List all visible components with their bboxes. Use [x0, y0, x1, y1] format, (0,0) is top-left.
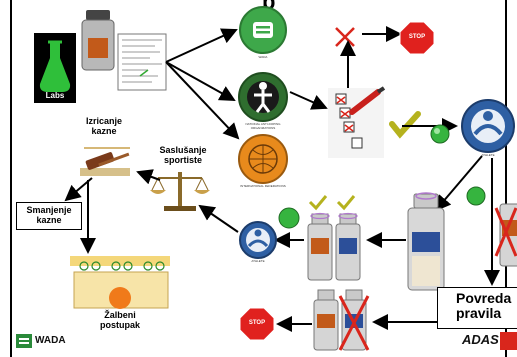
sample-bottle-bottom-icon [313, 289, 339, 351]
nado-caption: NATIONAL ANTI-DOPING ORGANIZATIONS [245, 122, 281, 130]
crossed-bottle-icon-right [494, 203, 517, 267]
athlete-circle-right [461, 99, 515, 153]
rule-violation-box: Povreda pravila [437, 287, 517, 329]
large-sample-bottle-icon [407, 192, 445, 291]
reject-cross-icon [335, 27, 355, 47]
labs-icon [34, 33, 76, 103]
green-bead-icon-2 [466, 186, 486, 206]
sample-bottle-a-icon [307, 195, 333, 281]
appeal-panel-icon [70, 256, 170, 309]
sample-bottle-b-icon [335, 195, 361, 281]
stop-sign-icon-bottom [239, 307, 275, 341]
adas-logo-text: ADAS [462, 332, 499, 347]
stop-label-top: STOP [408, 34, 426, 40]
wada-logo-icon [16, 334, 32, 348]
wada-caption: WADA [258, 55, 268, 59]
doping-control-form-icon [117, 33, 167, 91]
slide-frame [10, 0, 507, 357]
nado-circle [238, 72, 288, 122]
if-circle [238, 134, 288, 184]
green-bead-icon-3 [278, 207, 300, 229]
athlete-caption-right: ATHLETE [481, 153, 495, 157]
wada-circle [239, 6, 287, 54]
athlete-circle-left [239, 221, 277, 259]
labs-label: Labs [45, 91, 65, 100]
approved-check-icon [389, 111, 421, 139]
crossed-bottle-bottom-icon [338, 289, 370, 351]
reduction-box: Smanjenje kazne [16, 202, 82, 230]
if-caption: INTERNATIONAL FEDERATIONS [240, 184, 286, 188]
hearing-label: Saslušanje sportiste [159, 145, 207, 165]
green-bead-icon [430, 124, 450, 144]
sample-bottle-icon [81, 10, 115, 71]
wada-logo-text: WADA [35, 335, 66, 346]
athlete-caption-left: ATHLETE [251, 259, 265, 263]
checklist-icon [328, 86, 386, 158]
scales-of-justice-icon [150, 172, 210, 211]
gavel-icon [80, 147, 130, 176]
stop-sign-icon-top [399, 21, 435, 55]
adas-logo-icon [500, 332, 517, 350]
appeal-label: Žalbeni postupak [99, 310, 140, 330]
stop-label-bottom: STOP [248, 320, 266, 326]
sentencing-label: Izricanje kazne [85, 116, 123, 136]
